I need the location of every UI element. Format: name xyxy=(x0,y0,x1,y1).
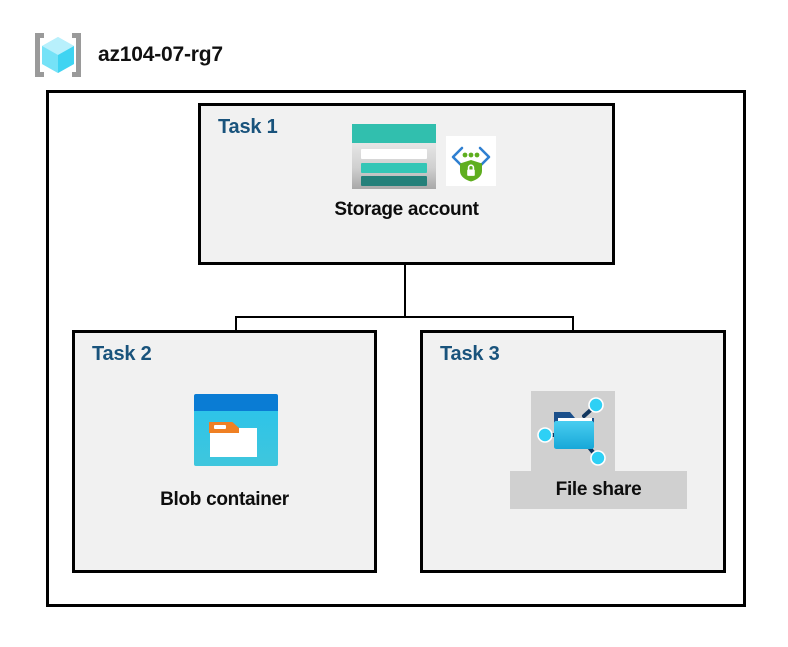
storage-account-label: Storage account xyxy=(334,199,479,220)
secure-shield-icon xyxy=(446,136,496,186)
file-share-label-selection-highlight xyxy=(510,471,687,509)
task-1-label: Task 1 xyxy=(218,116,278,138)
task-2-box[interactable]: Task 2 xyxy=(72,330,377,573)
task-2-label: Task 2 xyxy=(92,343,152,365)
file-share-icon xyxy=(536,394,612,470)
storage-account-icon xyxy=(352,124,436,189)
connector-horizontal-branch xyxy=(235,316,574,318)
resource-group-title: az104-07-rg7 xyxy=(98,43,223,66)
blob-container-label: Blob container xyxy=(160,489,289,510)
connector-trunk-storage-to-branch xyxy=(404,265,406,318)
azure-resource-group-icon xyxy=(30,30,86,80)
blob-container-icon xyxy=(194,394,278,466)
file-share-label: File share xyxy=(555,479,642,500)
resource-group-header: az104-07-rg7 xyxy=(30,26,350,84)
task-3-label: Task 3 xyxy=(440,343,500,365)
